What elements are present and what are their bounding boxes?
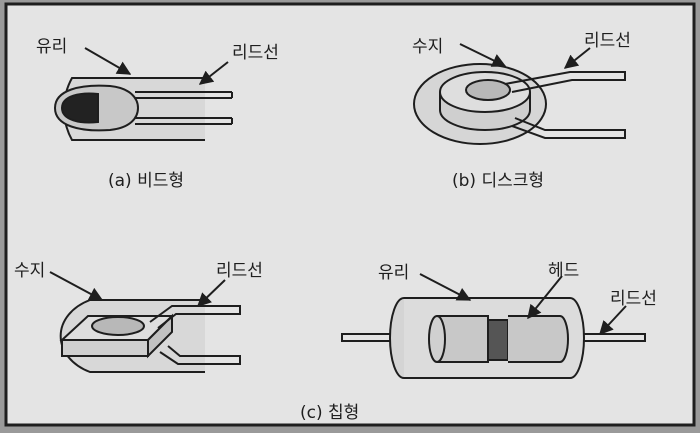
lead-label-d: 리드선 (610, 289, 657, 309)
disc-electrode (465, 79, 511, 101)
glass-label-a: 유리 (36, 37, 67, 57)
resin-label-b: 수지 (412, 37, 443, 57)
glass-label-d: 유리 (378, 263, 409, 283)
lead-wire-bottom-b (511, 117, 626, 139)
disc-type-figure (413, 63, 626, 145)
lead-wire-top-b (504, 71, 626, 93)
lead-arrow-b (563, 47, 591, 69)
head-right-cylinder (508, 315, 569, 363)
lead-arrow-c (196, 279, 226, 307)
lead-wire-top-c (149, 305, 241, 329)
chip-electrode (91, 316, 145, 336)
head-label-d: 헤드 (548, 261, 579, 281)
bead-core (60, 92, 99, 124)
lead-arrow-d (599, 305, 627, 336)
resin-arrow-b (459, 43, 507, 67)
bead-type-figure (53, 77, 233, 141)
caption-bead: (a) 비드형 (108, 171, 184, 191)
caption-chip: (c) 칩형 (300, 403, 359, 423)
chip-type-figure (59, 299, 241, 373)
lead-label-c: 리드선 (216, 261, 263, 281)
chip-front (61, 339, 149, 357)
lead-wire-left-d (341, 333, 404, 342)
glass-arrow-a (84, 47, 132, 75)
resin-label-c: 수지 (14, 261, 45, 281)
glass-arrow-d (419, 273, 472, 301)
lead-label-a: 리드선 (232, 43, 279, 63)
resin-arrow-c (49, 271, 104, 301)
caption-disc: (b) 디스크형 (452, 171, 544, 191)
head-element (487, 319, 509, 361)
head-arrow-d (527, 275, 563, 320)
lead-wire-bottom-c (159, 345, 241, 365)
lead-arrow-a (198, 61, 229, 85)
lead-label-b: 리드선 (584, 31, 631, 51)
